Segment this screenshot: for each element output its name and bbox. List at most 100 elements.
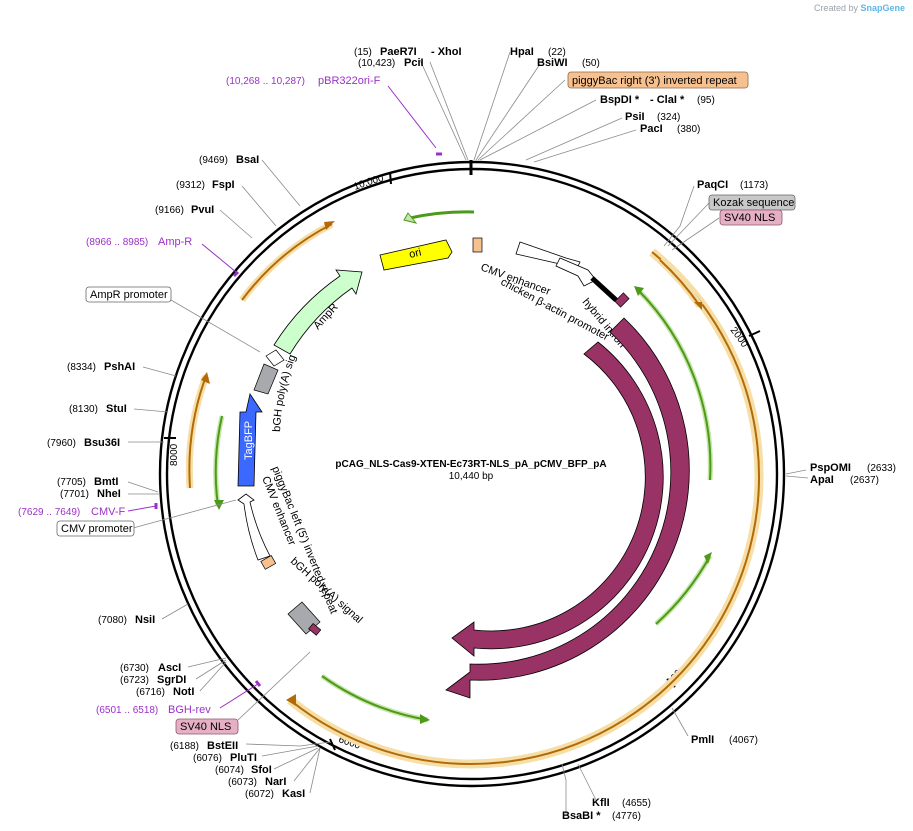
svg-text:(324): (324)	[657, 112, 680, 123]
feature-cba-promoter[interactable]	[555, 257, 597, 287]
svg-text:(6076): (6076)	[193, 753, 222, 764]
site-bsiwi[interactable]: BsiWI (50)	[537, 57, 600, 69]
svg-text:(10,423): (10,423)	[358, 58, 395, 69]
site-pluti[interactable]: (6076) PluTI	[193, 752, 257, 764]
svg-text:HpaI: HpaI	[510, 46, 534, 58]
site-leaders	[127, 51, 809, 814]
site-bmti[interactable]: (7705) BmtI	[57, 476, 118, 488]
boxed-labels: piggyBac right (3') inverted repeat Koza…	[56, 71, 796, 735]
svg-text:(8966 .. 8985): (8966 .. 8985)	[86, 237, 148, 248]
primer-pbr322ori-f[interactable]: (10,268 .. 10,287) pBR322ori-F	[226, 75, 381, 87]
site-asci[interactable]: (6730) AscI	[120, 662, 181, 674]
svg-text:BspDI *: BspDI *	[600, 94, 640, 106]
svg-text:(8334): (8334)	[67, 362, 96, 373]
svg-text:BmtI: BmtI	[94, 476, 118, 488]
svg-text:Bsu36I: Bsu36I	[84, 437, 120, 449]
site-kfli[interactable]: KflI (4655)	[592, 797, 651, 809]
plasmid-length: 10,440 bp	[449, 471, 494, 482]
site-stui[interactable]: (8130) StuI	[69, 403, 127, 415]
site-nsii[interactable]: (7080) NsiI	[98, 614, 155, 626]
site-fspi[interactable]: (9312) FspI	[176, 179, 235, 191]
box-cmv-promoter[interactable]: CMV promoter	[56, 520, 135, 537]
feature-ampr-promoter[interactable]	[265, 349, 285, 367]
svg-text:(7705): (7705)	[57, 477, 86, 488]
feature-bgh-1[interactable]	[253, 363, 279, 395]
feature-pbl-box[interactable]	[260, 555, 277, 570]
site-bspdi[interactable]: BspDI * - ClaI * (95)	[600, 94, 715, 106]
site-bsu36i[interactable]: (7960) Bsu36I	[47, 437, 120, 449]
site-pshai[interactable]: (8334) PshAI	[67, 361, 135, 373]
box-piggybac-right[interactable]: piggyBac right (3') inverted repeat	[567, 71, 749, 89]
credit: Created by SnapGene	[814, 3, 905, 13]
svg-text:(6730): (6730)	[120, 663, 149, 674]
svg-text:(95): (95)	[697, 95, 715, 106]
tick-label-10000: 10,000	[352, 173, 385, 193]
svg-text:(6074): (6074)	[215, 765, 244, 776]
site-bsteii[interactable]: (6188) BstEII	[170, 740, 238, 752]
box-ampr-promoter[interactable]: AmpR promoter	[85, 286, 172, 303]
svg-text:NarI: NarI	[265, 776, 286, 788]
svg-text:SV40 NLS: SV40 NLS	[180, 721, 231, 733]
svg-text:(7080): (7080)	[98, 615, 127, 626]
box-kozak[interactable]: Kozak sequence	[708, 194, 796, 211]
svg-text:(6188): (6188)	[170, 741, 199, 752]
primer-cmv-f[interactable]: (7629 .. 7649) CMV-F	[18, 506, 126, 518]
site-pcii[interactable]: (10,423) PciI	[358, 57, 424, 69]
site-bsai[interactable]: (9469) BsaI	[199, 154, 259, 166]
credit-prefix: Created by	[813, 3, 858, 13]
svg-text:NotI: NotI	[173, 686, 194, 698]
svg-text:SgrDI: SgrDI	[157, 674, 186, 686]
site-paqci[interactable]: PaqCI (1173)	[697, 179, 768, 191]
site-sfoi[interactable]: (6074) SfoI	[215, 764, 272, 776]
svg-text:CMV-F: CMV-F	[91, 506, 126, 518]
feature-cmv-enhancer-2[interactable]	[237, 493, 271, 561]
svg-text:SV40 NLS: SV40 NLS	[724, 212, 775, 224]
svg-text:AscI: AscI	[158, 662, 181, 674]
feature-ori[interactable]: ori	[379, 239, 453, 271]
svg-text:BGH-rev: BGH-rev	[168, 704, 211, 716]
svg-text:(6072): (6072)	[245, 789, 274, 800]
site-hpai[interactable]: HpaI (22)	[510, 46, 566, 58]
site-apai[interactable]: ApaI (2637)	[810, 474, 879, 486]
site-pspomi[interactable]: PspOMI (2633)	[810, 462, 896, 474]
primer-amp-r[interactable]: (8966 .. 8985) Amp-R	[86, 236, 192, 248]
primer-bgh-rev[interactable]: (6501 .. 6518) BGH-rev	[96, 704, 211, 716]
svg-text:(2637): (2637)	[850, 475, 879, 486]
site-nhei[interactable]: (7701) NheI	[60, 488, 121, 500]
feature-sv40-nls-1[interactable]	[614, 292, 630, 308]
svg-text:(9312): (9312)	[176, 180, 205, 191]
site-sgrdi[interactable]: (6723) SgrDI	[120, 674, 186, 686]
site-paer7i[interactable]: (15) PaeR7I - XhoI	[354, 46, 462, 58]
feature-tagbfp[interactable]: TagBFP	[237, 392, 263, 487]
site-paci[interactable]: PacI (380)	[640, 123, 700, 135]
site-kasi[interactable]: (6072) KasI	[245, 788, 305, 800]
svg-text:(4776): (4776)	[612, 811, 641, 822]
box-sv40-nls-bottom[interactable]: SV40 NLS	[175, 718, 239, 735]
svg-text:KflI: KflI	[592, 797, 610, 809]
svg-text:Kozak sequence: Kozak sequence	[713, 197, 794, 209]
site-bsabi[interactable]: BsaBI * (4776)	[562, 810, 641, 822]
svg-text:PciI: PciI	[404, 57, 424, 69]
svg-text:PacI: PacI	[640, 123, 663, 135]
site-pvui[interactable]: (9166) PvuI	[155, 204, 214, 216]
feature-sv40-nls-2[interactable]	[308, 622, 322, 636]
site-nari[interactable]: (6073) NarI	[228, 776, 286, 788]
site-noti[interactable]: (6716) NotI	[136, 686, 194, 698]
svg-text:PaeR7I: PaeR7I	[380, 46, 417, 58]
svg-text:BsaI: BsaI	[236, 154, 259, 166]
feature-pbr-small[interactable]	[472, 237, 483, 253]
svg-text:pBR322ori-F: pBR322ori-F	[318, 75, 381, 87]
plasmid-name: pCAG_NLS-Cas9-XTEN-Ec73RT-NLS_pA_pCMV_BF…	[335, 459, 606, 470]
site-pmli[interactable]: PmlI (4067)	[691, 734, 758, 746]
feature-ampr[interactable]: AmpR	[273, 269, 363, 355]
svg-text:CMV promoter: CMV promoter	[61, 523, 133, 535]
box-sv40-nls-top[interactable]: SV40 NLS	[719, 209, 783, 226]
svg-text:KasI: KasI	[282, 788, 305, 800]
svg-text:PshAI: PshAI	[104, 361, 135, 373]
svg-text:(8130): (8130)	[69, 404, 98, 415]
primer-leaders	[127, 85, 442, 709]
feature-hybrid-intron[interactable]	[590, 276, 618, 302]
svg-text:ori: ori	[408, 246, 423, 260]
site-psii[interactable]: PsiI (324)	[625, 111, 680, 123]
svg-text:(7629 .. 7649): (7629 .. 7649)	[18, 507, 80, 518]
